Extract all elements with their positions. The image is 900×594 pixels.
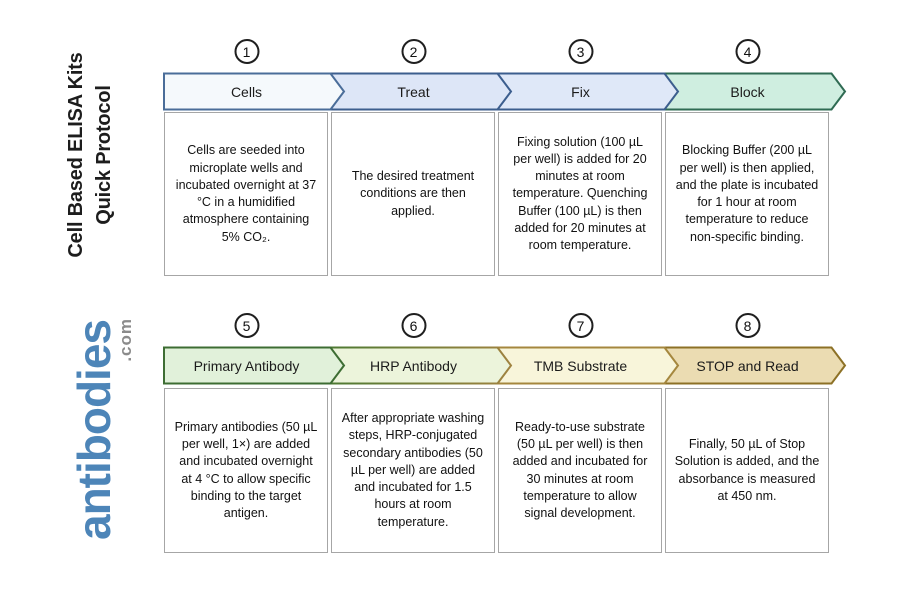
step-7-title: TMB Substrate <box>533 357 628 374</box>
step-5-arrow <box>163 346 346 385</box>
step-5-title: Primary Antibody <box>193 357 300 374</box>
step-7-number-badge: 7 <box>568 313 593 338</box>
step-3-description: Fixing solution (100 µL per well) is add… <box>512 134 648 253</box>
step-1-description-box: Cells are seeded into microplate wells a… <box>164 112 328 276</box>
step-1: 1 Cells Cells are seeded into microplate… <box>163 38 346 278</box>
step-6-title: HRP Antibody <box>370 357 457 374</box>
step-6-description-box: After appropriate washing steps, HRP-con… <box>331 388 495 553</box>
page-title: Cell Based ELISA Kits Quick Protocol <box>62 5 118 305</box>
step-3-title: Fix <box>571 83 590 100</box>
step-6: 6 HRP Antibody After appropriate washing… <box>330 312 513 554</box>
step-2-description: The desired treatment conditions are the… <box>351 169 475 218</box>
step-7: 7 TMB Substrate Ready-to-use substrate (… <box>497 312 680 554</box>
step-8-title: STOP and Read <box>696 357 799 374</box>
brand-suffix: .com <box>116 317 135 362</box>
step-2-title: Treat <box>397 83 430 100</box>
page-title-line2: Quick Protocol <box>93 85 115 225</box>
step-1-title: Cells <box>230 83 263 100</box>
step-2-number-badge: 2 <box>401 39 426 64</box>
step-8-number-badge: 8 <box>735 313 760 338</box>
step-5-number-badge: 5 <box>234 313 259 338</box>
protocol-row-1: 1 Cells Cells are seeded into microplate… <box>163 38 863 278</box>
step-2: 2 Treat The desired treatment conditions… <box>330 38 513 278</box>
step-8: 8 STOP and Read Finally, 50 µL of Stop S… <box>664 312 847 554</box>
step-4-title: Block <box>730 83 765 100</box>
step-5-arrow-shape <box>163 346 346 385</box>
step-3-description-box: Fixing solution (100 µL per well) is add… <box>498 112 662 276</box>
step-4-number-badge: 4 <box>735 39 760 64</box>
step-5-description-box: Primary antibodies (50 µL per well, 1×) … <box>164 388 328 553</box>
page-title-line1: Cell Based ELISA Kits <box>65 52 87 258</box>
step-8-description: Finally, 50 µL of Stop Solution is added… <box>674 437 820 503</box>
brand-wordmark: antibodies .com <box>68 318 135 541</box>
protocol-row-2: 5 Primary Antibody Primary antibodies (5… <box>163 312 863 554</box>
step-4: 4 Block Blocking Buffer (200 µL per well… <box>664 38 847 278</box>
step-8-description-box: Finally, 50 µL of Stop Solution is added… <box>665 388 829 553</box>
step-1-description: Cells are seeded into microplate wells a… <box>175 143 317 244</box>
step-1-number-badge: 1 <box>234 39 259 64</box>
step-5-description: Primary antibodies (50 µL per well, 1×) … <box>174 419 318 520</box>
step-6-number-badge: 6 <box>401 313 426 338</box>
step-1-arrow-shape <box>163 72 346 111</box>
step-6-description: After appropriate washing steps, HRP-con… <box>341 411 485 529</box>
step-3: 3 Fix Fixing solution (100 µL per well) … <box>497 38 680 278</box>
step-7-description-box: Ready-to-use substrate (50 µL per well) … <box>498 388 662 553</box>
step-4-description-box: Blocking Buffer (200 µL per well) is the… <box>665 112 829 276</box>
step-4-description: Blocking Buffer (200 µL per well) is the… <box>675 143 819 244</box>
step-7-description: Ready-to-use substrate (50 µL per well) … <box>512 419 648 520</box>
step-3-number-badge: 3 <box>568 39 593 64</box>
brand-text: antibodies <box>68 319 120 541</box>
brand-logo: antibodies .com <box>62 286 135 574</box>
step-1-arrow <box>163 72 346 111</box>
step-2-description-box: The desired treatment conditions are the… <box>331 112 495 276</box>
step-5: 5 Primary Antibody Primary antibodies (5… <box>163 312 346 554</box>
